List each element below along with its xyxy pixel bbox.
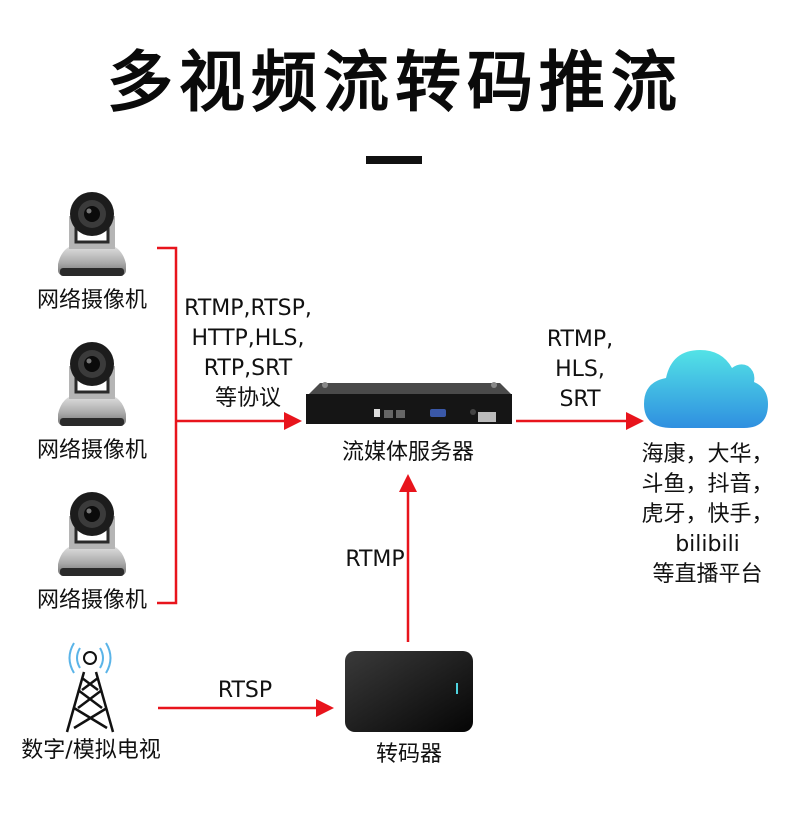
title-underline — [366, 156, 422, 164]
camera-bracket-line — [157, 246, 178, 605]
broadcast-tower-icon — [65, 642, 115, 733]
transcoder-box-icon — [345, 651, 473, 732]
output-protocols: RTMP, HLS, SRT — [530, 325, 630, 415]
camera-label: 网络摄像机 — [36, 588, 147, 613]
camera-label: 网络摄像机 — [36, 438, 147, 463]
ptz-camera-icon — [58, 492, 126, 576]
platform-line: 虎牙，快手， — [641, 502, 774, 527]
ptz-camera-icon — [58, 342, 126, 426]
server-label: 流媒体服务器 — [341, 440, 474, 465]
arrow-server-to-cloud — [516, 412, 644, 430]
arrow-transcoder-to-server — [399, 474, 417, 642]
platform-line: 等直播平台 — [652, 562, 763, 587]
uplink-protocol-label: RTMP — [345, 547, 405, 572]
input-protocols: RTMP,RTSP, HTTP,HLS, RTP,SRT 等协议 — [168, 294, 328, 414]
tv-link-protocol-label: RTSP — [217, 678, 273, 703]
protocol-line: RTP,SRT — [203, 356, 293, 381]
page-title: 多视频流转码推流 — [107, 44, 683, 121]
protocol-line: HLS, — [555, 357, 605, 382]
cloud-icon — [644, 350, 768, 428]
transcoder-label: 转码器 — [375, 742, 442, 767]
protocol-line: HTTP,HLS, — [191, 326, 305, 351]
protocol-line: SRT — [559, 387, 601, 412]
platform-list: 海康，大华， 斗鱼，抖音， 虎牙，快手， bilibili 等直播平台 — [630, 440, 785, 590]
platform-line: bilibili — [675, 532, 740, 557]
platform-line: 海康，大华， — [641, 442, 774, 467]
camera-label: 网络摄像机 — [36, 288, 147, 313]
protocol-line: 等协议 — [214, 386, 281, 411]
platform-line: 斗鱼，抖音， — [641, 472, 774, 497]
arrow-cameras-to-server — [176, 412, 302, 430]
ptz-camera-icon — [58, 192, 126, 276]
rack-server-icon — [306, 382, 512, 424]
protocol-line: RTMP,RTSP, — [184, 296, 312, 321]
arrow-tv-to-transcoder — [158, 699, 334, 717]
protocol-line: RTMP, — [546, 327, 614, 352]
tv-label: 数字/模拟电视 — [21, 738, 161, 763]
